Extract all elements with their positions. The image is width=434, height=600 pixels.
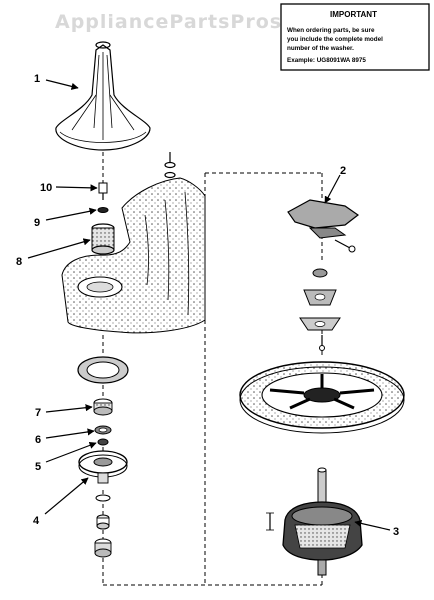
- leader-lines: [27, 79, 391, 531]
- note-example: Example: UG8091WA 8975: [287, 57, 366, 64]
- drive-pulley-part: [239, 361, 405, 434]
- bearing-part: [93, 398, 113, 416]
- cam-cylinder-part: [91, 223, 115, 255]
- callout-7: 7: [35, 407, 41, 419]
- top-screw-part: [164, 152, 176, 179]
- retaining-ring-part: [94, 425, 112, 435]
- callout-1: 1: [34, 73, 40, 85]
- seal-ring-part: [77, 356, 129, 384]
- note-line-1: When ordering parts, be sure: [287, 27, 375, 34]
- callout-6: 6: [35, 434, 41, 446]
- transmission-part: [266, 467, 363, 576]
- right-stack-parts: [299, 268, 341, 351]
- callout-4: 4: [33, 515, 40, 527]
- callout-5: 5: [35, 461, 41, 473]
- lower-bushings: [94, 494, 112, 558]
- drive-hub-part: [78, 450, 128, 484]
- callout-2: 2: [340, 165, 346, 177]
- bolt-part: [98, 182, 108, 200]
- important-note-box: IMPORTANT When ordering parts, be sure y…: [280, 3, 430, 71]
- callout-3: 3: [393, 526, 399, 538]
- callout-8: 8: [16, 256, 22, 268]
- watermark-text: AppliancePartsPros.com: [55, 11, 337, 33]
- callout-10: 10: [40, 182, 52, 194]
- spline-washer-part: [97, 438, 109, 446]
- callout-9: 9: [34, 217, 40, 229]
- note-line-2: you include the complete model: [287, 36, 383, 43]
- wash-basket-part: [61, 177, 206, 334]
- note-line-3: number of the washer.: [287, 45, 354, 52]
- bracket-part: [287, 199, 360, 253]
- note-title: IMPORTANT: [330, 10, 377, 19]
- agitator-part: [55, 41, 151, 151]
- small-washer-part: [97, 207, 109, 213]
